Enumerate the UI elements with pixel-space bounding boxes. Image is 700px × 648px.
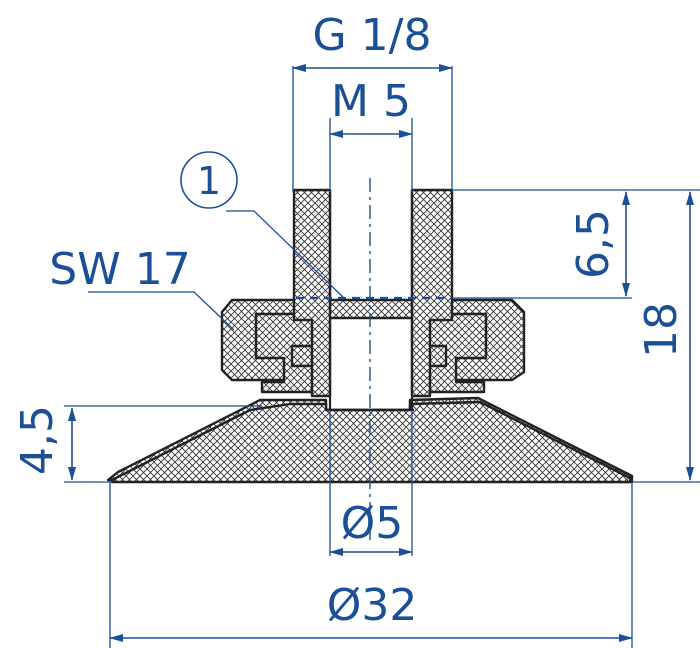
dim-sw17: SW 17 (49, 244, 190, 295)
callout-circle (180, 151, 238, 209)
dimensions: G 1/8 M 5 1 SW 17 6,5 18 4,5 Ø5 (12, 10, 700, 648)
dim-18: 18 (636, 302, 687, 358)
suction-cup-cone (110, 400, 632, 484)
suction-cup-section (106, 178, 634, 540)
dim-dia5: Ø5 (341, 498, 404, 549)
dim-45: 4,5 (12, 405, 63, 475)
dim-dia32: Ø32 (327, 580, 418, 631)
dim-65: 6,5 (568, 209, 619, 279)
callout-leader (226, 210, 345, 299)
callout-number: 1 (197, 159, 221, 203)
sw17-leader (88, 291, 235, 331)
dim-g18: G 1/8 (313, 10, 432, 61)
dim-m5: M 5 (331, 76, 411, 127)
